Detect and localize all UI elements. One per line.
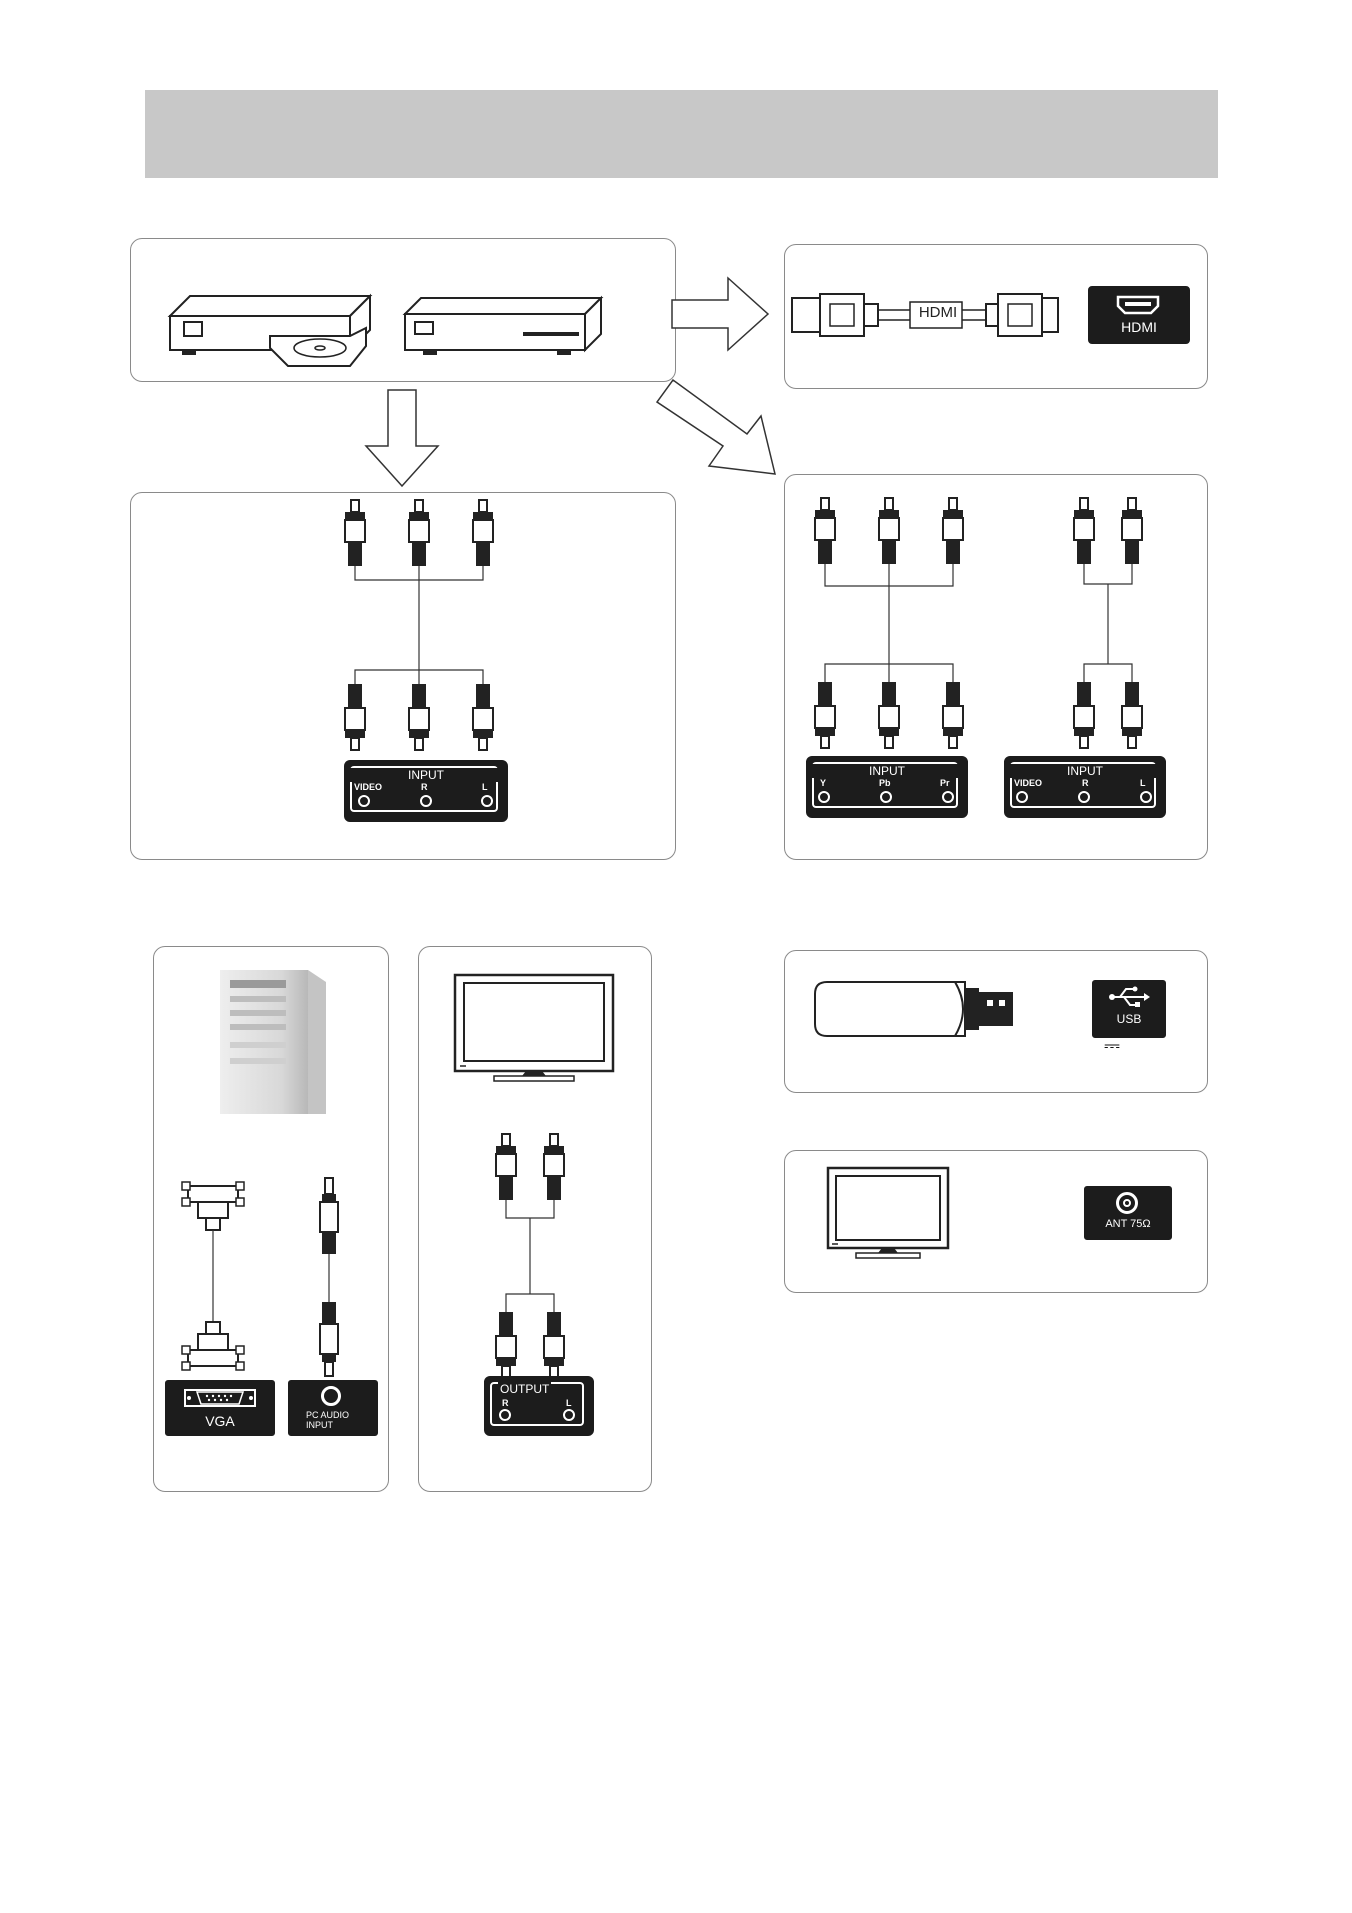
vga-port-icon bbox=[184, 1389, 256, 1407]
component-connection-panel bbox=[784, 474, 1208, 860]
antenna-panel bbox=[784, 1150, 1208, 1293]
pc-connection-panel bbox=[153, 946, 389, 1492]
rca-plug-icon bbox=[543, 1133, 565, 1200]
dvd-player-icon bbox=[167, 293, 373, 367]
antenna-port: ANT 75Ω bbox=[1084, 1186, 1172, 1240]
rca-plug-icon bbox=[472, 499, 494, 566]
av-input-title: INPUT bbox=[346, 768, 506, 782]
hdmi-port: HDMI bbox=[1088, 286, 1190, 344]
port-label-r-2: R bbox=[1082, 778, 1089, 788]
rca-plug-icon bbox=[942, 682, 964, 749]
video-jack bbox=[358, 795, 370, 807]
usb-dc-power-symbol: ⎓ bbox=[1104, 1035, 1120, 1057]
rca-plug-icon bbox=[1121, 682, 1143, 749]
arrow-down-icon bbox=[364, 389, 440, 488]
audio2-r-jack bbox=[1078, 791, 1090, 803]
set-top-box-icon bbox=[402, 295, 604, 355]
rca-plug-icon bbox=[495, 1133, 517, 1200]
rca-plug-icon bbox=[878, 682, 900, 749]
audio-r-jack bbox=[420, 795, 432, 807]
rca-plug-icon bbox=[814, 497, 836, 564]
rca-plug-icon bbox=[543, 1312, 565, 1379]
rca-plug-icon bbox=[814, 682, 836, 749]
port-label-y: Y bbox=[820, 778, 827, 788]
ypbpr-input-title: INPUT bbox=[808, 764, 966, 778]
port-label-l: L bbox=[482, 782, 488, 792]
rca-plug-icon bbox=[472, 684, 494, 751]
pc-audio-label-line2: INPUT bbox=[306, 1420, 333, 1430]
header-bar bbox=[145, 90, 1218, 178]
audio2-l-jack bbox=[1140, 791, 1152, 803]
port-label-video-2: VIDEO bbox=[1014, 778, 1043, 788]
hdmi-cable-label: HDMI bbox=[918, 304, 958, 321]
vga-port: VGA bbox=[165, 1380, 275, 1436]
vga-cable-icon bbox=[181, 1181, 245, 1371]
audio-l-jack bbox=[481, 795, 493, 807]
av-cable-icon bbox=[344, 499, 494, 751]
port-label-out-r: R bbox=[502, 1398, 509, 1408]
pb-jack bbox=[880, 791, 892, 803]
antenna-jack-icon bbox=[1116, 1192, 1138, 1214]
port-label-r: R bbox=[421, 782, 428, 792]
arrow-right-icon bbox=[671, 276, 770, 352]
pc-audio-label-line1: PC AUDIO bbox=[306, 1410, 350, 1420]
rca-plug-icon bbox=[878, 497, 900, 564]
audio-output-panel bbox=[418, 946, 652, 1492]
rca-plug-icon bbox=[344, 684, 366, 751]
tv-antenna-icon bbox=[826, 1166, 950, 1259]
output-title: OUTPUT bbox=[498, 1382, 552, 1396]
port-label-out-l: L bbox=[566, 1398, 572, 1408]
rca-plug-icon bbox=[344, 499, 366, 566]
y-jack bbox=[818, 791, 830, 803]
output-l-jack bbox=[563, 1409, 575, 1421]
antenna-port-label: ANT 75Ω bbox=[1105, 1218, 1151, 1230]
vga-port-label: VGA bbox=[205, 1413, 235, 1429]
pc-audio-port: PC AUDIO INPUT bbox=[288, 1380, 378, 1436]
av-connection-panel bbox=[130, 492, 676, 860]
tv-monitor-icon bbox=[453, 973, 615, 1082]
rca-plug-icon bbox=[408, 499, 430, 566]
port-label-pb: Pb bbox=[879, 778, 891, 788]
hdmi-cable-icon bbox=[791, 293, 1059, 337]
rca-plug-icon bbox=[1121, 497, 1143, 564]
rca-plug-icon bbox=[495, 1312, 517, 1379]
usb-port-label: USB bbox=[1116, 1012, 1142, 1026]
ypbpr-input-port-panel: INPUT Y Pb Pr bbox=[806, 756, 968, 818]
hdmi-port-label: HDMI bbox=[1121, 319, 1157, 335]
component-cable-icon bbox=[814, 497, 964, 749]
av2-input-port-panel: INPUT VIDEO R L bbox=[1004, 756, 1166, 818]
output-r-jack bbox=[499, 1409, 511, 1421]
hdmi-panel bbox=[784, 244, 1208, 389]
port-label-video: VIDEO bbox=[354, 782, 383, 792]
pc-audio-jack bbox=[321, 1386, 341, 1406]
rca-plug-icon bbox=[408, 684, 430, 751]
usb-panel bbox=[784, 950, 1208, 1093]
av2-input-title: INPUT bbox=[1006, 764, 1164, 778]
video2-jack bbox=[1016, 791, 1028, 803]
rca-plug-icon bbox=[942, 497, 964, 564]
output-port-panel: OUTPUT R L bbox=[484, 1376, 594, 1436]
usb-trident-icon bbox=[1109, 986, 1150, 1007]
output-cable-icon bbox=[495, 1133, 565, 1379]
pc-audio-cable-icon bbox=[319, 1177, 339, 1377]
arrow-diagonal-icon bbox=[655, 378, 776, 475]
rca-plug-icon bbox=[1073, 682, 1095, 749]
usb-flash-drive-icon bbox=[814, 981, 1013, 1037]
port-label-l-2: L bbox=[1140, 778, 1146, 788]
rca-plug-icon bbox=[1073, 497, 1095, 564]
hdmi-port-icon bbox=[1116, 295, 1160, 315]
av-input-port-panel: INPUT VIDEO R L bbox=[344, 760, 508, 822]
usb-port: USB bbox=[1092, 980, 1166, 1038]
pc-tower-icon bbox=[220, 970, 326, 1114]
port-label-pr: Pr bbox=[940, 778, 950, 788]
audio-cable-icon bbox=[1073, 497, 1143, 749]
pr-jack bbox=[942, 791, 954, 803]
